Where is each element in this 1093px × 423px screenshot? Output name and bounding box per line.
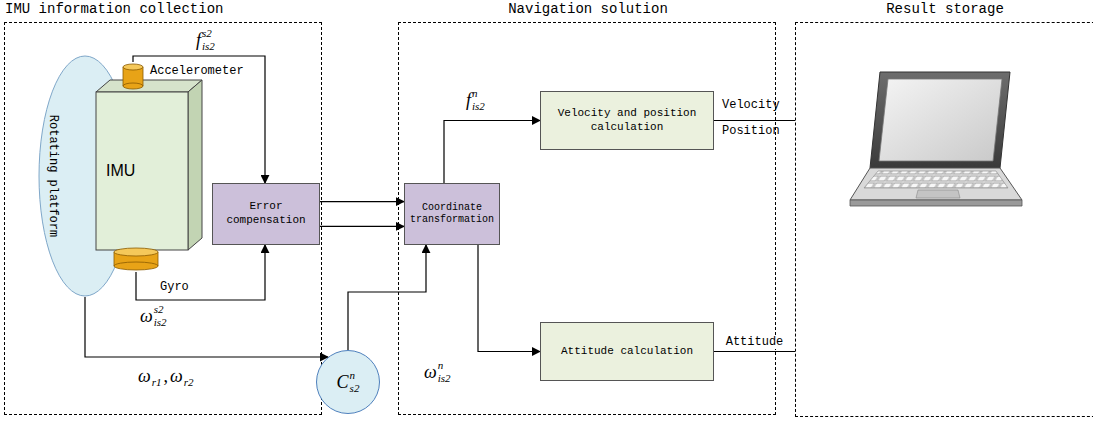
connector (85, 297, 328, 357)
accelerometer-cap (123, 64, 143, 70)
math-symbol: ω (424, 363, 437, 381)
box-text: Velocity and position calculation (544, 107, 710, 135)
gyro-base (114, 262, 158, 270)
subscript: s2 (350, 383, 360, 394)
spacer (184, 364, 194, 373)
subscript: r2 (184, 377, 194, 388)
subscript: is2 (438, 373, 451, 384)
accelerometer-base (123, 83, 143, 89)
imu-block: IMU (96, 62, 206, 272)
index-stack: n s2 (350, 370, 360, 394)
superscript: n (438, 360, 451, 371)
connector (478, 245, 540, 352)
dashed-region: IMU information collectionRotating platf… (4, 22, 322, 415)
math-symbol: C (337, 373, 349, 391)
math-symbol: ω (170, 367, 183, 385)
cube-side (188, 80, 202, 250)
region-heading: IMU information collection (5, 1, 223, 17)
process-box: Attitude calculation (540, 322, 714, 381)
math-label: fn is2 (466, 88, 485, 112)
box-text: Coordinate transformation (408, 202, 496, 227)
subscript: is2 (154, 317, 167, 328)
process-box: Error compensation (212, 183, 320, 245)
subscript: is2 (202, 41, 215, 52)
math-symbol: ω (140, 307, 153, 325)
imu-label: IMU (106, 162, 135, 180)
region-heading: Result storage (796, 1, 1093, 17)
superscript: n (472, 88, 485, 99)
superscript: n (350, 370, 360, 381)
signal-label: Velocity (722, 98, 780, 112)
laptop (850, 72, 1022, 206)
cube-top (96, 80, 202, 92)
dashed-region: Navigation solutionCoordinate transforma… (398, 22, 776, 415)
process-box: Coordinate transformation (404, 183, 500, 245)
dashed-region: Result storage (795, 22, 1093, 417)
gyro-cap (114, 248, 158, 256)
math-label: ωn is2 (424, 360, 451, 384)
region-heading: Navigation solution (399, 1, 777, 17)
math-label: ωs2is2 (140, 304, 167, 328)
connector (320, 226, 404, 227)
spacer (152, 364, 162, 373)
transform-circle: Cn s2 (316, 350, 380, 414)
index-stack: s2is2 (154, 304, 167, 328)
index-stack: r1 (152, 364, 162, 388)
gyro-side (158, 252, 159, 266)
signal-label: Gyro (160, 280, 189, 294)
connector (444, 121, 540, 184)
subscript: r1 (152, 377, 162, 388)
gyro-side (114, 252, 115, 266)
connector (714, 120, 795, 121)
index-stack: n is2 (472, 88, 485, 112)
subscript: is2 (472, 101, 485, 112)
superscript: s2 (202, 28, 215, 39)
index-stack: s2is2 (202, 28, 215, 52)
math-symbol: f (466, 91, 471, 109)
cube-front (96, 92, 188, 250)
superscript: s2 (154, 304, 167, 315)
separator: , (164, 367, 169, 385)
math-label: fs2is2 (196, 28, 215, 52)
edge-label: Attitude (724, 335, 786, 349)
math-symbol-group: Cn s2 (337, 370, 360, 394)
connector (320, 201, 404, 202)
math-symbol: ω (138, 367, 151, 385)
math-label: ωr1,ωr2 (138, 364, 194, 388)
index-stack: n is2 (438, 360, 451, 384)
accelerometer-side (143, 67, 144, 86)
math-symbol: f (196, 31, 201, 49)
signal-label: Accelerometer (150, 64, 244, 78)
box-text: Attitude calculation (561, 345, 693, 359)
accelerometer-side (123, 67, 124, 86)
connector (714, 351, 795, 352)
index-stack: r2 (184, 364, 194, 388)
box-text: Error compensation (216, 200, 316, 228)
signal-label: Position (722, 124, 780, 138)
process-box: Velocity and position calculation (540, 91, 714, 150)
connector (348, 245, 426, 350)
platform-label: Rotating platform (45, 115, 60, 237)
